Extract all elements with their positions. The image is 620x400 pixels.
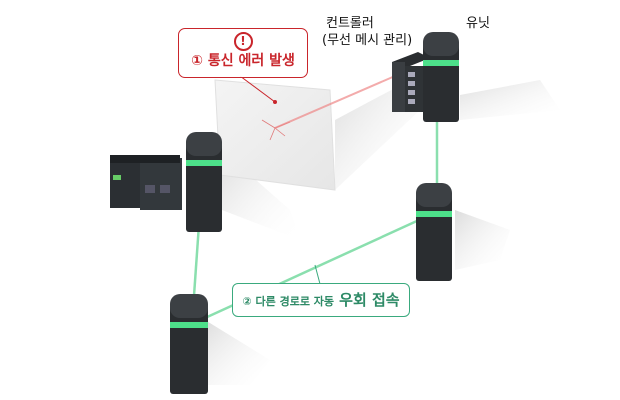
pointer-dot <box>273 100 277 104</box>
broken-link-line <box>274 75 396 129</box>
shadow <box>460 80 560 120</box>
alert-icon: ! <box>233 32 253 51</box>
error-text: ① 통신 에러 발생 <box>191 53 295 69</box>
reroute-emphasis: 우회 접속 <box>339 291 400 309</box>
shadow <box>455 210 510 270</box>
callout-pointer <box>239 75 276 103</box>
shadow <box>205 320 270 385</box>
error-callout: ! ① 통신 에러 발생 <box>178 28 308 78</box>
reroute-pointer <box>314 264 321 285</box>
plc-controller <box>110 155 182 210</box>
reroute-prefix: ② 다른 경로로 자동 <box>242 295 335 308</box>
unit-label: 유닛 <box>466 16 490 31</box>
unit-mid-right <box>416 183 452 281</box>
unit-bottom-left <box>170 294 208 394</box>
reroute-callout: ② 다른 경로로 자동 우회 접속 <box>232 283 410 317</box>
unit-mid-left <box>186 132 222 232</box>
unit-top-right <box>423 32 459 122</box>
controller-sublabel: (무선 메시 관리) <box>322 33 413 48</box>
controller-label: 컨트롤러 <box>326 16 374 31</box>
glass-obstacle <box>214 79 336 191</box>
